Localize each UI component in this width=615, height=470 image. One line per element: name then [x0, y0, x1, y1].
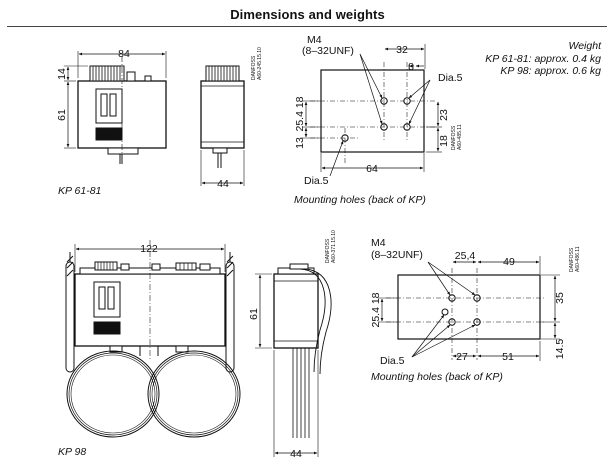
dim-35: 35	[554, 292, 566, 304]
dim-depth-44-top: 44	[217, 178, 229, 190]
drawing-code-bottom-side: DANFOSS A60-371.15.10	[325, 230, 337, 263]
dim-cap-14: 14	[56, 68, 68, 80]
dim-25-4-top: 25.4 18	[294, 96, 306, 131]
dim-51: 51	[502, 351, 514, 363]
caption-mounting-top: Mounting holes (back of KP)	[294, 194, 426, 206]
dim-width-122: 122	[140, 243, 158, 255]
dim-23: 23	[438, 109, 450, 121]
weight-kp6181: KP 61-81: approx. 0.4 kg	[485, 52, 601, 65]
knob-knurling	[92, 66, 121, 81]
weight-kp98: KP 98: approx. 0.6 kg	[500, 65, 601, 77]
kp98-bulb-right	[225, 261, 235, 373]
caption-kp98: KP 98	[58, 446, 87, 458]
dim-18-right: 18	[438, 135, 450, 147]
dim-25-4-bottom-left: 25.4 18	[370, 292, 382, 327]
kp98-danfoss-logo-icon	[93, 321, 121, 335]
dim-13: 13	[294, 137, 306, 149]
svg-text:Danfoss: Danfoss	[99, 133, 119, 139]
kp98-scale-window	[93, 281, 121, 318]
dim-height-61-kp98: 61	[248, 308, 260, 320]
dim-64: 64	[366, 163, 378, 175]
dim-32: 32	[396, 44, 408, 56]
top-dia5-bottom: Dia.5	[304, 175, 329, 187]
kp98-bulb-left	[65, 261, 75, 373]
dim-8: 8	[408, 61, 414, 73]
dim-height-61: 61	[56, 109, 68, 121]
title-divider	[7, 26, 607, 27]
top-mounting-holes-view	[302, 44, 442, 177]
dim-width-84: 84	[118, 48, 130, 60]
svg-text:Danfoss: Danfoss	[97, 327, 117, 333]
kp98-side-housing	[273, 273, 319, 349]
kp6181-front-view: Danfoss	[64, 51, 167, 164]
kp98-front-view: Danfoss	[65, 240, 241, 438]
weight-heading: Weight	[568, 40, 602, 52]
top-thread-m4: M4	[307, 34, 322, 46]
dim-49: 49	[503, 256, 515, 268]
bottom-mounting-plate	[397, 274, 541, 340]
kp6181-side-view	[200, 65, 245, 186]
bottom-mounting-holes-view	[378, 256, 560, 361]
bottom-thread-unf: (8–32UNF)	[371, 249, 423, 261]
dim-25-4-bottom-top: 25,4	[455, 250, 476, 262]
kp98-capillary-coil-left	[66, 350, 160, 438]
kp6181-scale-window	[95, 88, 123, 124]
kp6181-side-housing	[200, 80, 245, 149]
kp6181-adjust-knob	[89, 65, 125, 82]
top-thread-unf: (8–32UNF)	[302, 45, 354, 57]
drawing-code-top-mount: DANFOSS A60-485.11	[451, 124, 463, 150]
caption-mounting-bottom: Mounting holes (back of KP)	[371, 371, 503, 383]
drawing-code-top-side: DANFOSS A60-245.15.10	[251, 47, 263, 80]
drawing-code-bottom-mount: DANFOSS A60-486.11	[569, 246, 581, 272]
page-title: Dimensions and weights	[230, 7, 385, 22]
weight-info: Weight KP 61-81: approx. 0.4 kg KP 98: a…	[485, 40, 601, 78]
top-mounting-plate	[320, 69, 425, 153]
top-dia5-right: Dia.5	[438, 72, 463, 84]
dim-14-5: 14.5	[554, 339, 566, 360]
dim-27: 27	[456, 351, 468, 363]
dim-depth-44-kp98: 44	[290, 448, 302, 460]
bottom-dia5: Dia.5	[380, 355, 405, 367]
bottom-thread-m4: M4	[371, 237, 386, 249]
caption-kp6181: KP 61-81	[58, 185, 102, 197]
kp98-capillary-coil-right	[147, 350, 241, 438]
kp98-side-view	[255, 263, 332, 457]
